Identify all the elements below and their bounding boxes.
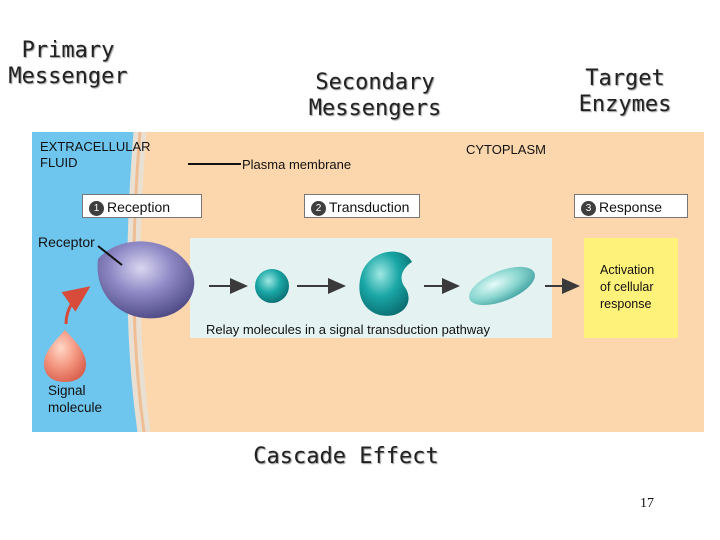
step-3-badge: 3 <box>581 201 596 216</box>
binding-arrow <box>61 286 91 325</box>
step-response-label: Response <box>599 199 663 215</box>
receptor-protein <box>97 241 195 319</box>
step-transduction-label: Transduction <box>329 199 410 215</box>
relay-molecule-3 <box>469 266 535 306</box>
receptor-label: Receptor <box>38 234 95 250</box>
extracellular-fluid-label: EXTRACELLULAR FLUID <box>40 139 151 170</box>
cellular-response-box <box>584 238 678 338</box>
receptor-pointer <box>97 245 123 266</box>
cytoplasm-label: CYTOPLASM <box>466 142 546 157</box>
relay-molecule-2 <box>359 251 412 316</box>
step-reception-label: Reception <box>107 199 171 215</box>
figure-graphics <box>32 132 704 432</box>
step-1-badge: 1 <box>89 201 104 216</box>
step-2-badge: 2 <box>311 201 326 216</box>
signal-molecule-shape <box>44 330 86 382</box>
cascade-effect-title: Cascade Effect <box>253 444 439 469</box>
target-enzymes-title: Target Enzymes <box>578 66 672 117</box>
activation-label: Activation of cellular response <box>600 263 655 311</box>
relay-molecule-1 <box>255 269 289 303</box>
plasma-membrane-label: Plasma membrane <box>242 157 352 172</box>
relay-caption: Relay molecules in a signal transduction… <box>206 322 490 337</box>
secondary-messengers-title: Secondary Messengers <box>308 70 442 121</box>
page-number: 17 <box>640 496 654 511</box>
signal-molecule-label: Signal molecule <box>48 383 103 415</box>
primary-messenger-title: Primary Messenger <box>8 38 128 89</box>
signal-transduction-figure: EXTRACELLULAR FLUID CYTOPLASM Plasma mem… <box>32 132 704 432</box>
